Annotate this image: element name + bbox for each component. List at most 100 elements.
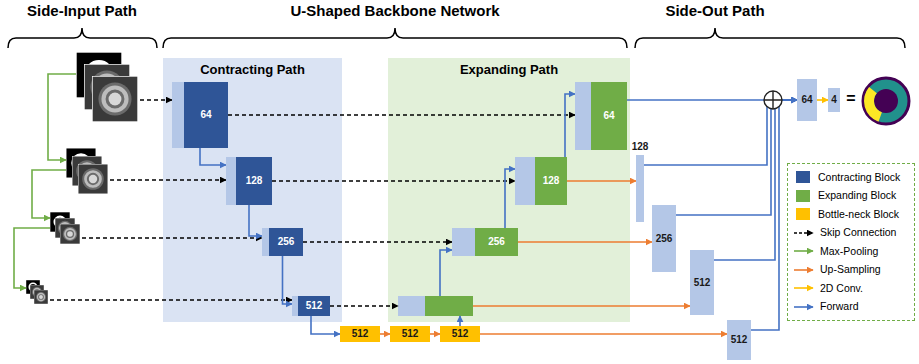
upsampling-arrow <box>430 333 440 335</box>
forward-line <box>440 250 452 296</box>
forward-arrow <box>249 205 262 236</box>
expanding-block: 128 <box>515 157 567 205</box>
max-pooling-line <box>32 170 66 218</box>
mri-image <box>60 224 80 244</box>
channel-count: 64 <box>603 110 614 122</box>
legend-entry: Up-Sampling <box>793 261 909 280</box>
channel-count: 128 <box>543 175 560 187</box>
legend-text: Skip Connection <box>820 226 896 239</box>
channel-count: 512 <box>306 300 323 312</box>
channel-count: 128 <box>246 175 263 187</box>
path-region: Contracting Path64128256512 <box>163 58 342 322</box>
skip-connection <box>303 241 452 243</box>
legend-line-sample <box>793 302 815 312</box>
conv-arrow <box>817 99 828 101</box>
legend-text: Contracting Block <box>818 171 900 184</box>
skip-line <box>330 305 398 307</box>
legend-line-sample <box>793 265 815 275</box>
output-bar: 64 <box>797 79 817 121</box>
contracting-block: 512 <box>292 296 330 316</box>
channel-count: 512 <box>731 334 748 346</box>
expanding-block <box>425 296 473 316</box>
legend-line-sample <box>793 228 815 238</box>
channel-count: 4 <box>831 94 837 106</box>
forward-arrow <box>200 148 226 165</box>
equals-sign: = <box>846 89 855 108</box>
section-brace <box>635 28 905 48</box>
legend-text: Max-Pooling <box>820 245 878 258</box>
upsampling-arrow <box>380 333 390 335</box>
channel-count: 512 <box>352 328 369 340</box>
forward-line <box>459 316 461 326</box>
legend-entry: Forward <box>793 298 909 317</box>
side-output-bar: 256 <box>652 205 676 272</box>
sum-symbol <box>764 91 782 109</box>
upsampling-arrow <box>480 333 727 335</box>
legend-text: Expanding Block <box>818 189 896 202</box>
region-title: Contracting Path <box>200 62 305 78</box>
upsampling-arrow <box>518 241 652 243</box>
skip-connection <box>228 114 575 116</box>
upsampling-arrow <box>567 180 636 182</box>
section-title: U-Shaped Backbone Network <box>290 2 499 20</box>
mri-image <box>78 164 108 194</box>
side-output-bar: 512 <box>690 250 714 315</box>
bottleneck-block: 512 <box>440 326 480 342</box>
side-output-bar: 128 <box>636 155 644 222</box>
legend-line-sample <box>794 306 813 308</box>
legend-swatch <box>796 190 810 202</box>
channel-count: 512 <box>694 277 711 289</box>
mri-image <box>34 290 48 304</box>
bottleneck-block: 512 <box>340 326 380 342</box>
legend-text: 2D Conv. <box>820 282 863 295</box>
contracting-block: 64 <box>172 82 228 148</box>
max-pooling-line <box>14 228 50 288</box>
legend-line-sample <box>793 246 815 256</box>
region-title: Expanding Path <box>460 62 558 78</box>
section-brace <box>8 28 157 48</box>
legend-line-sample <box>794 232 813 234</box>
equals-sign: = <box>846 90 855 107</box>
legend-text: Bottle-neck Block <box>818 208 899 221</box>
forward-arrow <box>311 316 340 334</box>
legend-line-sample <box>793 283 815 293</box>
skip-line <box>140 99 172 101</box>
forward-arrow <box>283 256 293 304</box>
legend-entry: Bottle-neck Block <box>793 205 909 224</box>
channel-count: 256 <box>656 233 673 245</box>
forward-arrow <box>505 169 515 228</box>
forward-arrow <box>644 100 797 165</box>
bottleneck-block: 512 <box>390 326 430 342</box>
band-fills <box>163 58 630 322</box>
section-title: Side-Input Path <box>27 2 137 20</box>
channel-count: 256 <box>488 236 505 248</box>
skip-line <box>110 179 226 181</box>
legend-swatch <box>796 208 810 220</box>
channel-count: 64 <box>801 94 812 106</box>
band-fill <box>163 58 342 322</box>
legend-entry: Contracting Block <box>793 168 909 187</box>
side-output-bar: 512 <box>727 320 751 360</box>
legend-entry: 2D Conv. <box>793 279 909 298</box>
legend-entry: Skip Connection <box>793 224 909 243</box>
output-core <box>874 89 898 113</box>
legend-swatch <box>796 171 810 183</box>
output-bar: 4 <box>828 88 840 112</box>
forward-arrow <box>714 100 797 260</box>
section-title: U-Shaped Backbone Network <box>290 2 499 19</box>
channel-count: 512 <box>452 328 469 340</box>
expanding-block: 64 <box>575 82 627 150</box>
channel-count: 512 <box>402 328 419 340</box>
legend-line-sample <box>794 250 813 252</box>
legend-text: Up-Sampling <box>820 263 881 276</box>
section-title: Side-Out Path <box>665 2 764 19</box>
forward-arrow <box>565 94 575 157</box>
segmentation-output <box>863 78 909 124</box>
skip-line <box>50 299 292 301</box>
